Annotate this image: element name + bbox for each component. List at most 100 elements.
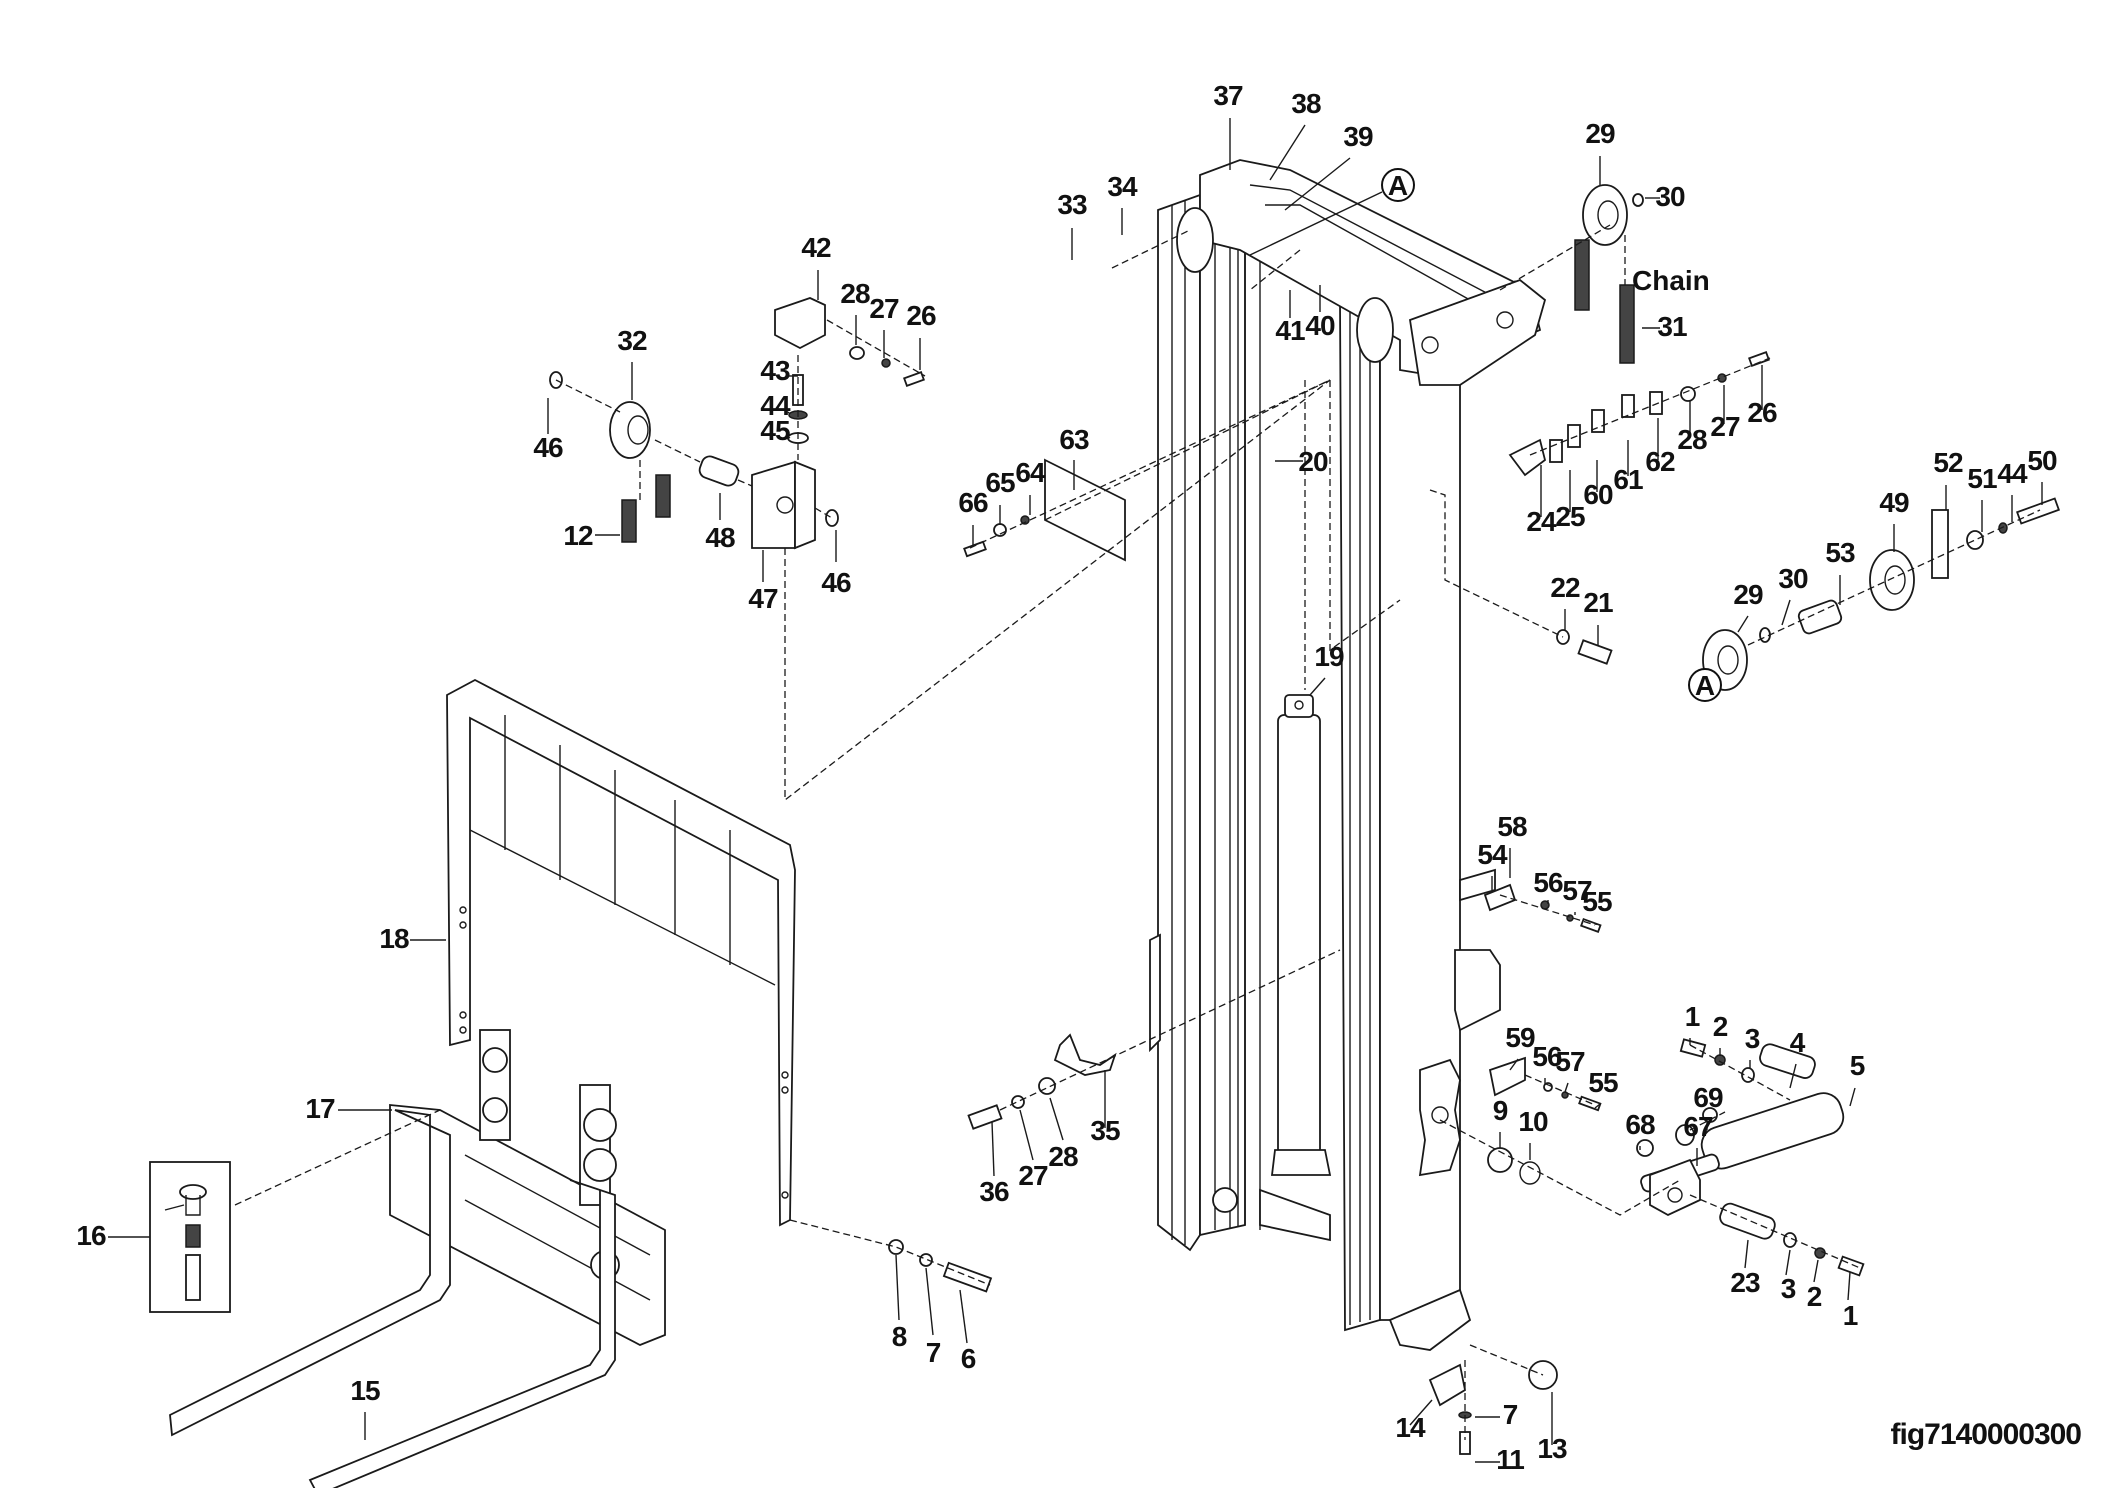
reference-marker-a-top[interactable]: A [1381, 168, 1415, 202]
callout-label-28[interactable]: 28 [840, 278, 871, 309]
callout-label-38[interactable]: 38 [1291, 88, 1322, 119]
callout-label-42[interactable]: 42 [801, 232, 832, 263]
callout-label-44[interactable]: 44 [760, 390, 792, 421]
callout-label-2[interactable]: 2 [1713, 1011, 1729, 1042]
callout-label-1[interactable]: 1 [1843, 1300, 1859, 1331]
callout-label-49[interactable]: 49 [1879, 487, 1910, 518]
callout-leader-line [1789, 1063, 1797, 1089]
callout-label-36[interactable]: 36 [979, 1176, 1010, 1207]
callout-leaders [108, 118, 2043, 1463]
callout-label-18[interactable]: 18 [379, 923, 410, 954]
callout-label-52[interactable]: 52 [1933, 447, 1964, 478]
callout-label-46[interactable]: 46 [821, 567, 852, 598]
callout-label-67[interactable]: 67 [1683, 1111, 1714, 1142]
reference-marker-a-right[interactable]: A [1688, 668, 1722, 702]
callout-label-17[interactable]: 17 [305, 1093, 336, 1124]
callout-leader-line [787, 411, 791, 415]
callout-label-56[interactable]: 56 [1533, 867, 1564, 898]
callout-label-8[interactable]: 8 [892, 1321, 908, 1352]
lift-cylinder [1270, 694, 1332, 1176]
callout-leader-line [1781, 599, 1791, 626]
callout-label-1[interactable]: 1 [1685, 1001, 1701, 1032]
callout-label-34[interactable]: 34 [1107, 171, 1139, 202]
callout-label-33[interactable]: 33 [1057, 189, 1088, 220]
callout-label-13[interactable]: 13 [1537, 1433, 1568, 1464]
callout-label-16[interactable]: 16 [76, 1220, 107, 1251]
callout-label-55[interactable]: 55 [1582, 886, 1613, 917]
callout-label-54[interactable]: 54 [1477, 839, 1509, 870]
callout-label-62[interactable]: 62 [1645, 446, 1676, 477]
callout-label-31[interactable]: 31 [1657, 311, 1688, 342]
callout-label-2[interactable]: 2 [1807, 1281, 1823, 1312]
callout-label-22[interactable]: 22 [1550, 572, 1581, 603]
callout-label-23[interactable]: 23 [1730, 1267, 1761, 1298]
figure-id: fig7140000300 [1890, 1418, 2082, 1451]
callout-leader-line [1594, 1103, 1601, 1109]
callout-label-48[interactable]: 48 [705, 522, 736, 553]
callout-label-41[interactable]: 41 [1275, 315, 1306, 346]
callout-label-45[interactable]: 45 [760, 415, 791, 446]
callout-label-55[interactable]: 55 [1588, 1067, 1619, 1098]
callout-label-58[interactable]: 58 [1497, 811, 1528, 842]
callout-leader-line [1509, 1058, 1519, 1071]
callout-label-28[interactable]: 28 [1048, 1141, 1079, 1172]
callout-leader-line [959, 1289, 968, 1344]
callout-label-37[interactable]: 37 [1213, 80, 1244, 111]
callout-label-69[interactable]: 69 [1693, 1082, 1724, 1113]
callout-label-60[interactable]: 60 [1583, 479, 1614, 510]
callout-label-5[interactable]: 5 [1850, 1050, 1866, 1081]
callout-label-20[interactable]: 20 [1298, 446, 1329, 477]
callout-label-21[interactable]: 21 [1583, 587, 1614, 618]
callout-label-47[interactable]: 47 [748, 583, 779, 614]
callout-label-27[interactable]: 27 [1710, 411, 1741, 442]
callout-label-12[interactable]: 12 [563, 520, 594, 551]
callout-label-32[interactable]: 32 [617, 325, 648, 356]
callout-label-10[interactable]: 10 [1518, 1106, 1549, 1137]
callout-label-3[interactable]: 3 [1745, 1023, 1761, 1054]
callout-label-35[interactable]: 35 [1090, 1115, 1121, 1146]
callout-label-40[interactable]: 40 [1305, 310, 1336, 341]
callout-label-26[interactable]: 26 [906, 300, 937, 331]
callout-label-56[interactable]: 56 [1532, 1041, 1563, 1072]
callout-label-25[interactable]: 25 [1555, 501, 1586, 532]
callout-label-9[interactable]: 9 [1493, 1095, 1509, 1126]
callout-label-24[interactable]: 24 [1526, 506, 1558, 537]
callout-label-57[interactable]: 57 [1555, 1046, 1586, 1077]
callout-label-65[interactable]: 65 [985, 467, 1016, 498]
bolt-21-group [1556, 629, 1613, 665]
callout-label-4[interactable]: 4 [1790, 1027, 1807, 1058]
callout-label-19[interactable]: 19 [1314, 641, 1345, 672]
callout-label-68[interactable]: 68 [1625, 1109, 1656, 1140]
callout-label-29[interactable]: 29 [1585, 118, 1616, 149]
callout-label-44[interactable]: 44 [1997, 458, 2029, 489]
callout-label-43[interactable]: 43 [760, 355, 791, 386]
callout-label-64[interactable]: 64 [1015, 457, 1047, 488]
callout-label-53[interactable]: 53 [1825, 537, 1856, 568]
load-backrest [446, 678, 796, 1227]
callout-label-57[interactable]: 57 [1562, 875, 1593, 906]
callout-label-61[interactable]: 61 [1613, 464, 1644, 495]
callout-label-26[interactable]: 26 [1747, 397, 1778, 428]
callout-label-66[interactable]: 66 [958, 487, 989, 518]
callout-label-14[interactable]: 14 [1395, 1412, 1427, 1443]
callout-leader-line [1564, 1082, 1569, 1093]
callout-label-46[interactable]: 46 [533, 432, 564, 463]
callout-label-63[interactable]: 63 [1059, 424, 1090, 455]
callout-label-50[interactable]: 50 [2027, 445, 2058, 476]
callout-label-29[interactable]: 29 [1733, 579, 1764, 610]
callout-label-28[interactable]: 28 [1677, 424, 1708, 455]
callout-label-51[interactable]: 51 [1967, 463, 1998, 494]
callout-label-15[interactable]: 15 [350, 1375, 381, 1406]
callout-label-6[interactable]: 6 [961, 1343, 977, 1374]
callout-label-30[interactable]: 30 [1778, 563, 1809, 594]
callout-label-30[interactable]: 30 [1655, 181, 1686, 212]
callout-leader-line [1737, 615, 1749, 633]
callout-label-27[interactable]: 27 [1018, 1160, 1049, 1191]
callout-label-11[interactable]: 11 [1496, 1444, 1525, 1475]
callout-label-27[interactable]: 27 [869, 293, 900, 324]
callout-label-7[interactable]: 7 [1503, 1399, 1519, 1430]
callout-label-39[interactable]: 39 [1343, 121, 1374, 152]
callout-label-7[interactable]: 7 [926, 1337, 942, 1368]
callout-label-59[interactable]: 59 [1505, 1022, 1536, 1053]
callout-label-3[interactable]: 3 [1781, 1273, 1797, 1304]
